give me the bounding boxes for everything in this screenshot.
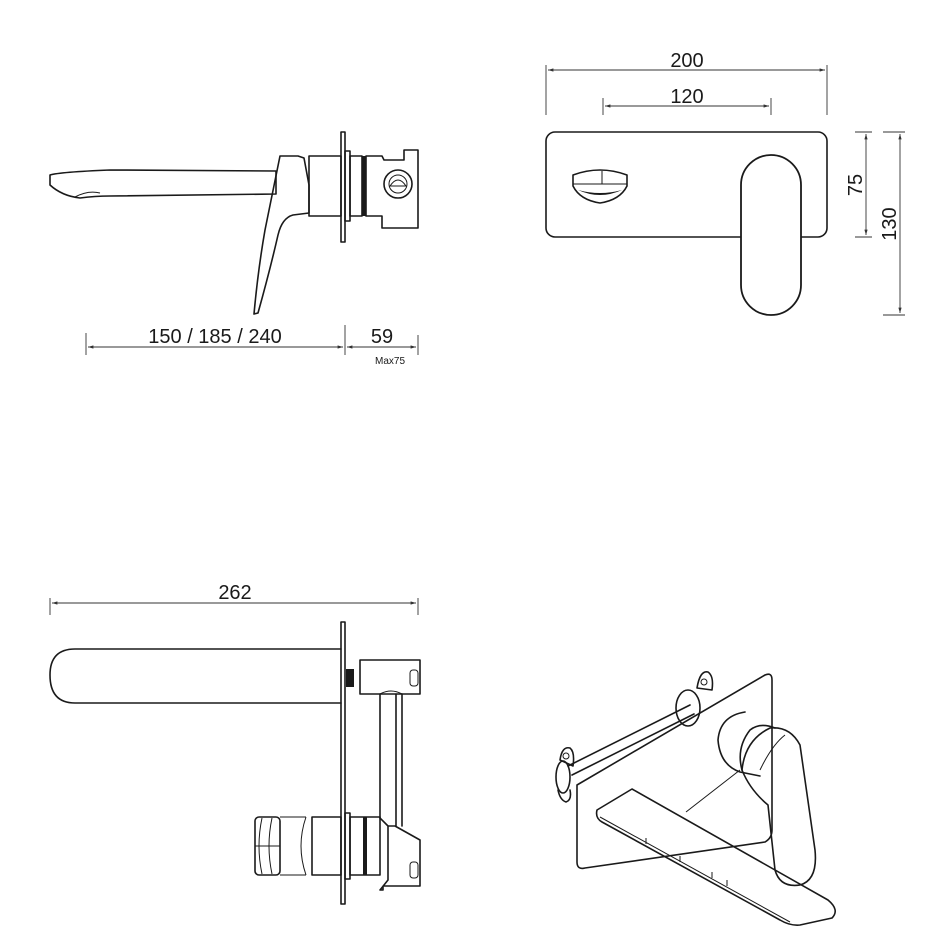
handle-spout-spacing-label: 120: [670, 86, 703, 108]
iso-handle-body: [717, 711, 761, 777]
seal-ring: [362, 156, 366, 216]
side-view: 150 / 185 / 240 59 Max75: [49, 131, 419, 367]
top-view: 262: [49, 582, 421, 905]
iso-mount-lug-left: [557, 746, 575, 803]
valve-block: [365, 149, 419, 229]
top-thread: [346, 669, 354, 687]
top-spout: [49, 648, 342, 704]
valve-port: [383, 169, 413, 199]
plate-height-label: 75: [845, 174, 867, 196]
valve-port-inner: [388, 174, 408, 194]
front-view: 200 120 75 130: [545, 50, 905, 316]
top-riser-pipe: [379, 693, 403, 827]
front-spout-outlet: [572, 169, 628, 204]
connector: [349, 155, 363, 217]
iso-mount-lug-top: [696, 671, 714, 691]
iso-spout: [595, 788, 836, 926]
top-seal-ring: [363, 817, 367, 875]
lever-handle: [253, 155, 310, 315]
top-wall-plate: [340, 621, 346, 905]
isometric-view: [555, 671, 836, 926]
valve-port-cap: [389, 179, 407, 187]
top-valve-body: [311, 816, 342, 876]
wall-depth-label: 59: [371, 326, 393, 348]
front-wall-plate: [545, 131, 828, 238]
wall-depth-max-label: Max75: [375, 356, 405, 367]
spout-outlet: [74, 191, 101, 198]
overall-width-label: 200: [670, 50, 703, 72]
iso-wall-plate: [576, 673, 773, 870]
iso-rod: [567, 704, 695, 776]
top-lower-block: [379, 817, 421, 891]
front-handle: [740, 154, 802, 316]
valve-body: [308, 155, 342, 217]
spout-length-label: 150 / 185 / 240: [148, 326, 281, 348]
spout-outline: [49, 169, 277, 199]
overall-projection-label: 262: [218, 582, 251, 604]
iso-lever: [741, 727, 817, 887]
top-upper-block: [359, 659, 421, 695]
overall-height-label: 130: [879, 207, 901, 240]
